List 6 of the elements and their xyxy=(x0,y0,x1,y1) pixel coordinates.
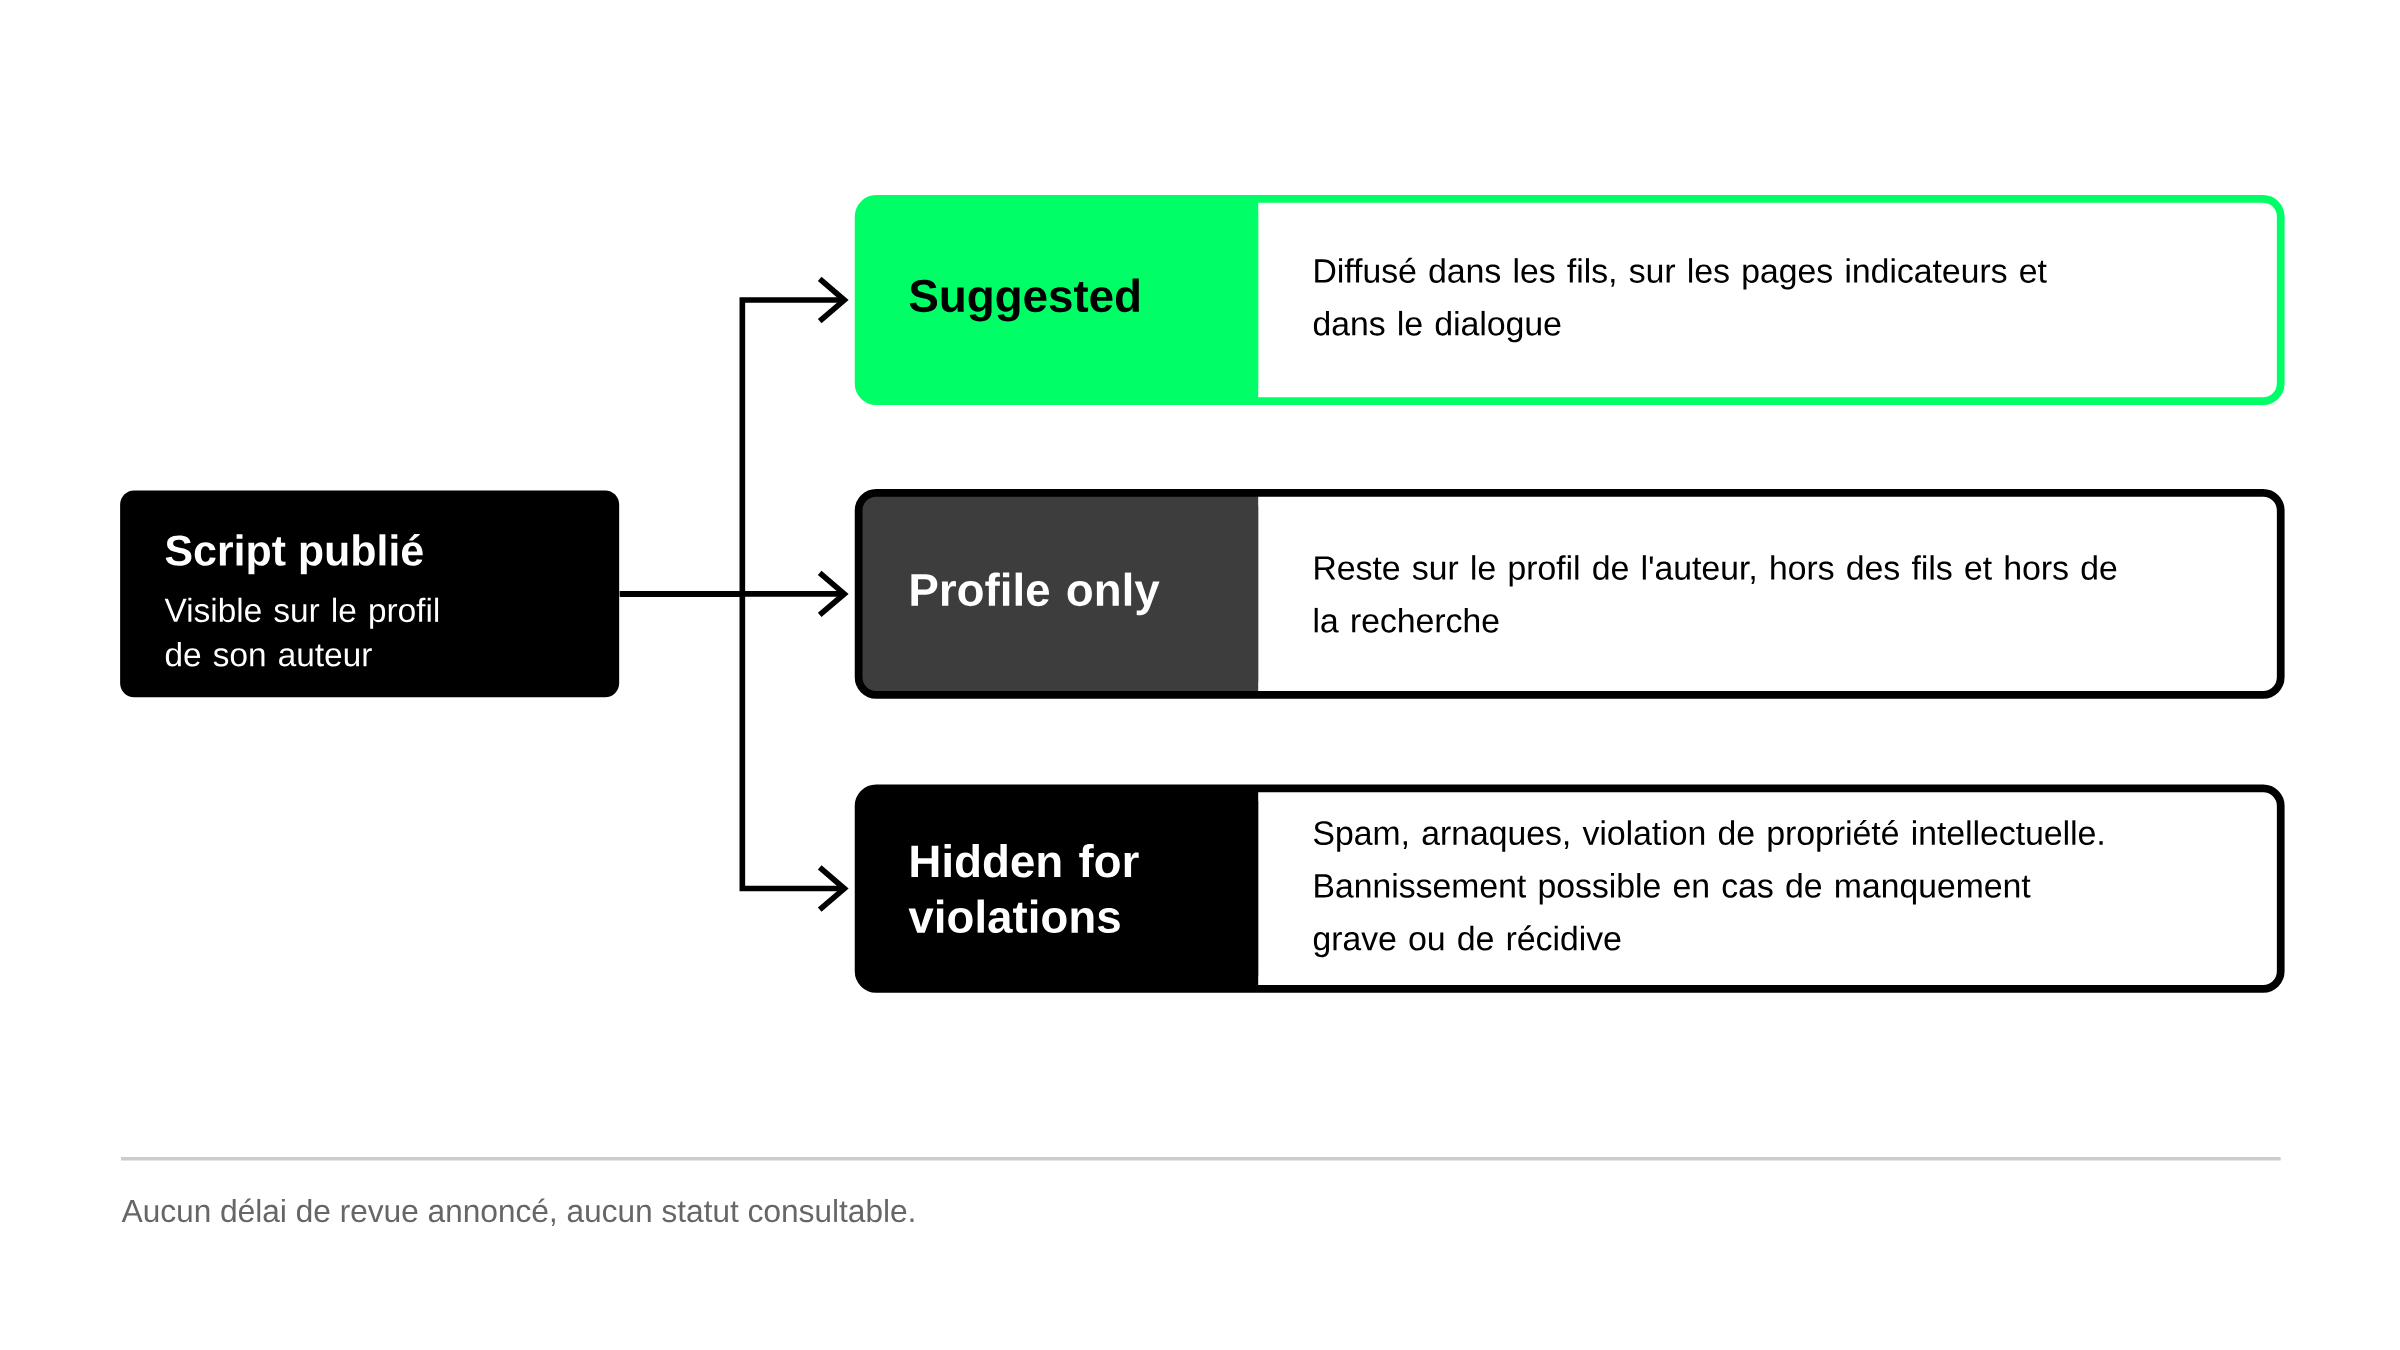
card: Suggested Diffusé dans les fils, sur les pages indicateurs et dans le dialogue xyxy=(854,195,2285,405)
footnote: Aucun délai de revue annoncé, aucun statut consultable. xyxy=(121,1198,914,1226)
card: Hidden for violations Spam, arnaques, violation de propriété intellectuelle. Bannissement possible en cas de manquement grave ou de récidive xyxy=(854,784,2285,993)
arrow xyxy=(619,591,849,912)
start-box: Script publié Visible sur le profil de son auteur xyxy=(120,490,620,698)
card: Profile only Reste sur le profil de l'auteur, hors des fils et hors de la recherche xyxy=(854,489,2285,699)
